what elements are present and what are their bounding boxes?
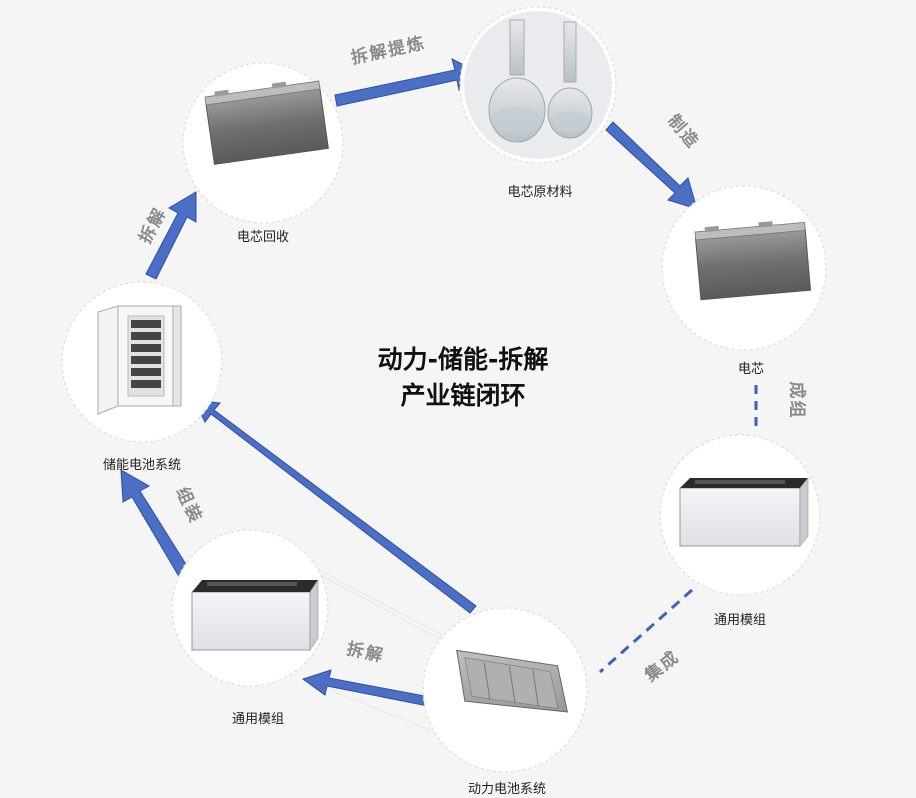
- arrow-storage-to-recycling: [145, 191, 197, 280]
- title-line-2: 产业链闭环: [400, 381, 526, 410]
- storage-cabinet-icon: [97, 305, 182, 415]
- node-label-storage: 储能电池系统: [102, 458, 182, 473]
- battery-module-icon: [679, 477, 809, 547]
- title-line-1: 动力-储能-拆解: [377, 345, 549, 374]
- flask-icon: [464, 11, 612, 159]
- arrow-raw-to-cell: [605, 121, 698, 210]
- node-label-raw-materials: 电芯原材料: [507, 185, 573, 200]
- node-label-module-right: 通用模组: [713, 613, 767, 628]
- arrow-ev-to-module-left: [301, 669, 431, 707]
- edge-label-assemble-module: 成组: [786, 381, 807, 420]
- battery-module-icon: [191, 579, 319, 651]
- arrow-module-to-storage: [120, 469, 193, 581]
- dashed-connector-module-to-ev: [599, 588, 693, 674]
- ev-battery-pack-icon: [456, 649, 569, 713]
- battery-cell-icon: [204, 80, 329, 165]
- node-label-ev-battery: 动力电池系统: [467, 782, 547, 797]
- diagram-title: 动力-储能-拆解 产业链闭环: [378, 342, 549, 414]
- node-label-cell-recycling: 电芯回收: [236, 230, 290, 245]
- node-label-cell: 电芯: [737, 362, 765, 377]
- node-label-module-left: 通用模组: [231, 712, 285, 727]
- battery-cell-icon: [694, 221, 812, 301]
